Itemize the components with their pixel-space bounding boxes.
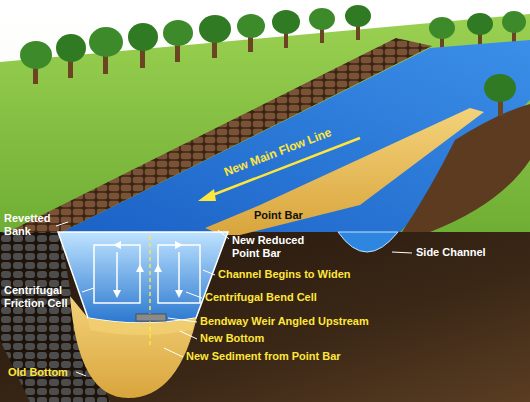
part-label: Old Bottom — [8, 366, 68, 379]
part-label: New Bottom — [200, 332, 264, 345]
part-label: Centrifugal Bend Cell — [205, 291, 317, 304]
part-label: Channel Begins to Widen — [218, 268, 351, 281]
part-label: Point Bar — [254, 209, 303, 222]
part-label: Side Channel — [416, 246, 486, 259]
part-label: Bendway Weir Angled Upstream — [200, 315, 369, 328]
part-label: New Reduced Point Bar — [232, 234, 312, 259]
part-label: Centrifugal Friction Cell — [4, 284, 80, 309]
part-label: Revetted Bank — [4, 212, 60, 237]
part-label: New Sediment from Point Bar — [186, 350, 341, 363]
flow-label: New Main Flow Line — [222, 126, 333, 180]
